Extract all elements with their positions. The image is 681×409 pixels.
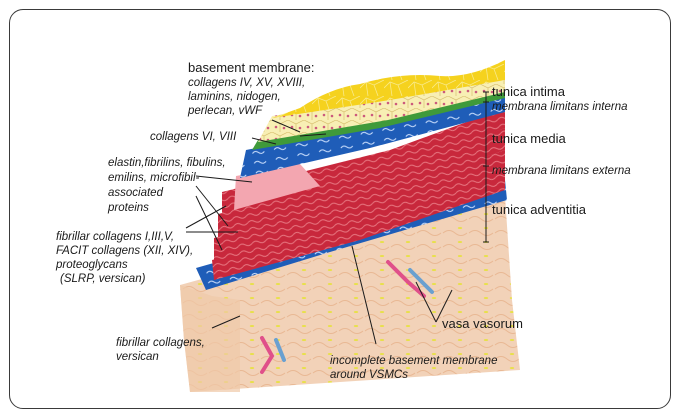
label-bottom-left-2: versican (116, 351, 159, 363)
label-basement-membrane-2: laminins, nidogen, (188, 91, 281, 103)
label-elastin-1: elastin,fibrilins, fibulins, (108, 157, 226, 169)
label-tunica-adventitia: tunica adventitia (492, 202, 587, 217)
label-incomplete-bm-1: incomplete basement membrane (330, 355, 497, 367)
label-elastin-4: proteins (107, 202, 149, 214)
label-membrana-externa: membrana limitans externa (492, 165, 631, 177)
vessel-wall-diagram: basement membrane: collagens IV, XV, XVI… (0, 0, 681, 392)
label-elastin-3: associated (108, 187, 164, 199)
label-tunica-intima: tunica intima (492, 84, 566, 99)
label-basement-membrane-1: collagens IV, XV, XVIII, (188, 77, 305, 89)
label-fibrillar-2: FACIT collagens (XII, XIV), (56, 245, 193, 257)
label-fibrillar-4: (SLRP, versican) (60, 273, 146, 285)
label-elastin-2: emilins, microfibil- (108, 172, 200, 184)
label-basement-membrane-3: perlecan, vWF (187, 105, 263, 117)
label-tunica-media: tunica media (492, 131, 566, 146)
label-incomplete-bm-2: around VSMCs (330, 369, 408, 381)
label-vasa-vasorum: vasa vasorum (442, 316, 523, 331)
label-collagens-vi-viii: collagens VI, VIII (150, 131, 237, 143)
label-membrana-interna: membrana limitans interna (492, 101, 628, 113)
label-fibrillar-3: proteoglycans (55, 259, 128, 271)
label-basement-membrane-title: basement membrane: (188, 60, 314, 75)
label-bottom-left-1: fibrillar collagens, (116, 337, 205, 349)
label-fibrillar-1: fibrillar collagens I,III,V, (56, 231, 174, 243)
